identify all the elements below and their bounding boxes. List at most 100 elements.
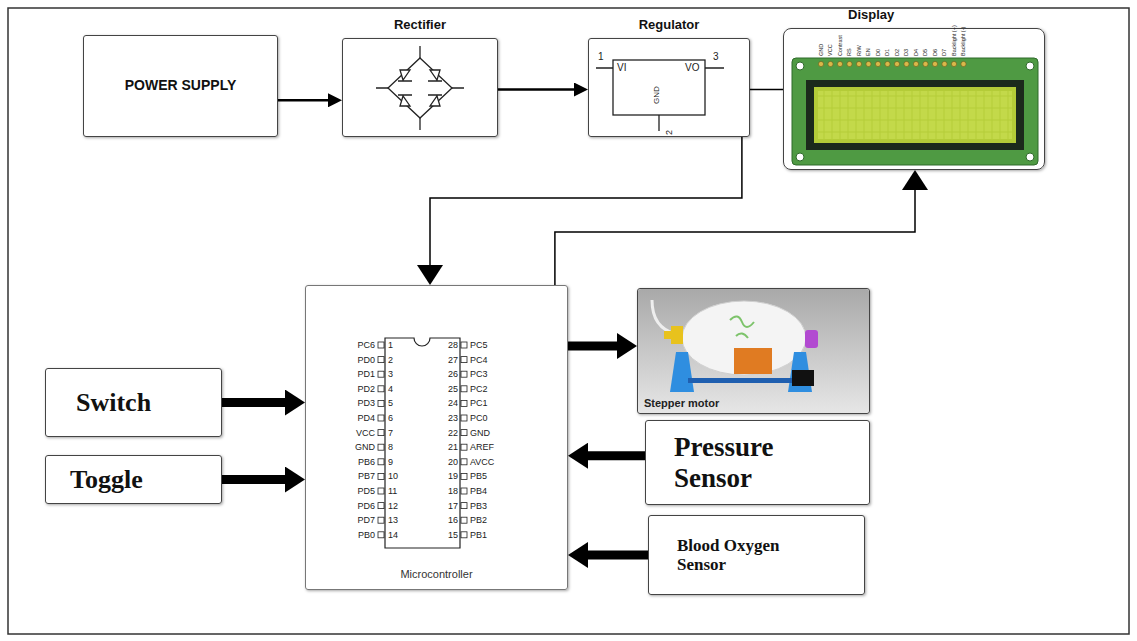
pin-number: 11 bbox=[388, 486, 397, 496]
regulator-pin-label: GND bbox=[652, 86, 662, 104]
lcd-pin-label: RS bbox=[846, 48, 853, 56]
pin-name: PD7 bbox=[357, 515, 375, 525]
lcd-pin-label: EN bbox=[865, 48, 872, 56]
node-label: POWER SUPPLY bbox=[125, 78, 237, 94]
node-label: Rectifier bbox=[394, 18, 446, 33]
lcd-pin-label: D2 bbox=[894, 49, 901, 56]
pin-number: 22 bbox=[448, 428, 458, 438]
pin-number: 6 bbox=[388, 413, 393, 423]
node-label: Toggle bbox=[70, 465, 143, 494]
pin-number: 12 bbox=[388, 501, 398, 511]
pin-number: 20 bbox=[448, 457, 458, 467]
power-supply-box: POWER SUPPLY bbox=[83, 35, 278, 137]
pin-name: PD0 bbox=[357, 355, 375, 365]
pin-name: PB6 bbox=[358, 457, 375, 467]
pin-name: PD1 bbox=[357, 369, 375, 379]
pin-name: VCC bbox=[356, 428, 375, 438]
pin-name: PD4 bbox=[357, 413, 375, 423]
connector-arrow bbox=[430, 137, 742, 265]
stepper-motor-box: Stepper motor bbox=[637, 288, 870, 414]
pin-number: 21 bbox=[448, 442, 458, 452]
lcd-pin-label: Backlight (-) bbox=[960, 27, 967, 56]
pin-name: PB1 bbox=[470, 530, 487, 540]
pin-name: PB3 bbox=[470, 501, 487, 511]
pin-name: AVCC bbox=[470, 457, 494, 467]
pin-name: PC3 bbox=[470, 369, 488, 379]
pin-name: GND bbox=[355, 442, 375, 452]
input-box: Toggle bbox=[45, 455, 222, 504]
pin-number: 26 bbox=[448, 369, 458, 379]
pin-name: PB5 bbox=[470, 471, 487, 481]
regulator-pin-label: 1 bbox=[598, 52, 604, 62]
bridge-rectifier-symbol bbox=[376, 46, 464, 130]
lcd-pin-label: D3 bbox=[903, 49, 910, 56]
pin-name: PC6 bbox=[357, 340, 375, 350]
pin-number: 28 bbox=[448, 340, 458, 350]
pin-name: AREF bbox=[470, 442, 494, 452]
connector-arrow bbox=[568, 342, 617, 351]
pin-number: 5 bbox=[388, 398, 393, 408]
regulator-symbol bbox=[596, 60, 724, 131]
connector-arrow bbox=[588, 451, 645, 460]
lcd-pin-label: D7 bbox=[941, 49, 948, 56]
lcd-pin-label: GND bbox=[818, 44, 825, 56]
node-label: Stepper motor bbox=[644, 397, 719, 409]
connector-arrow bbox=[278, 99, 328, 102]
regulator-pin-label: VI bbox=[617, 63, 626, 73]
microcontroller-box: Microcontroller bbox=[305, 285, 568, 590]
page-frame bbox=[8, 8, 1129, 634]
pin-number: 4 bbox=[388, 384, 393, 394]
lcd-pin-label: D0 bbox=[875, 49, 882, 56]
pin-name: PC4 bbox=[470, 355, 488, 365]
pin-name: PD6 bbox=[357, 501, 375, 511]
pin-number: 8 bbox=[388, 442, 393, 452]
pin-number: 27 bbox=[448, 355, 458, 365]
node-label: Display bbox=[848, 8, 894, 23]
pin-name: PD5 bbox=[357, 486, 375, 496]
pin-number: 9 bbox=[388, 457, 393, 467]
lcd-pin-label: D1 bbox=[884, 49, 891, 56]
dip28-chip bbox=[378, 338, 467, 548]
regulator-pin-label: VO bbox=[685, 63, 699, 73]
pin-number: 19 bbox=[448, 471, 458, 481]
connector-arrow bbox=[222, 398, 285, 407]
pin-name: PC2 bbox=[470, 384, 488, 394]
pin-number: 18 bbox=[448, 486, 458, 496]
pin-name: PC1 bbox=[470, 398, 488, 408]
pin-number: 24 bbox=[448, 398, 458, 408]
pin-number: 13 bbox=[388, 515, 398, 525]
connector-arrow bbox=[555, 190, 915, 285]
lcd-pin-label: Backlight (+) bbox=[951, 25, 958, 56]
sensor-box: Pressure Sensor bbox=[645, 420, 870, 505]
pin-name: PC0 bbox=[470, 413, 488, 423]
lcd-pin-label: D5 bbox=[922, 49, 929, 56]
lcd-pin-label: Contrast bbox=[837, 35, 844, 56]
lcd-pin-label: D6 bbox=[932, 49, 939, 56]
pin-number: 15 bbox=[448, 530, 458, 540]
pin-name: PC5 bbox=[470, 340, 488, 350]
pin-name: PD3 bbox=[357, 398, 375, 408]
input-box: Switch bbox=[45, 368, 222, 437]
node-label: Blood Oxygen Sensor bbox=[677, 536, 817, 574]
lcd-pin-label: R/W bbox=[856, 45, 863, 56]
regulator-pin-label: 3 bbox=[713, 52, 719, 62]
regulator-box: Regulator bbox=[588, 38, 750, 137]
pin-name: PB2 bbox=[470, 515, 487, 525]
pin-number: 16 bbox=[448, 515, 458, 525]
pin-number: 3 bbox=[388, 369, 393, 379]
ventilator-bag-illustration bbox=[638, 289, 869, 413]
sensor-box: Blood Oxygen Sensor bbox=[648, 515, 865, 595]
pin-number: 1 bbox=[388, 340, 393, 350]
pin-number: 23 bbox=[448, 413, 458, 423]
connector-arrow bbox=[750, 89, 783, 91]
pin-number: 14 bbox=[388, 530, 398, 540]
pin-name: GND bbox=[470, 428, 490, 438]
pin-number: 25 bbox=[448, 384, 458, 394]
lcd-pin-label: D4 bbox=[913, 49, 920, 56]
pin-name: PD2 bbox=[357, 384, 375, 394]
pin-name: PB0 bbox=[358, 530, 375, 540]
node-label: Microcontroller bbox=[306, 568, 567, 580]
pin-number: 17 bbox=[448, 501, 458, 511]
